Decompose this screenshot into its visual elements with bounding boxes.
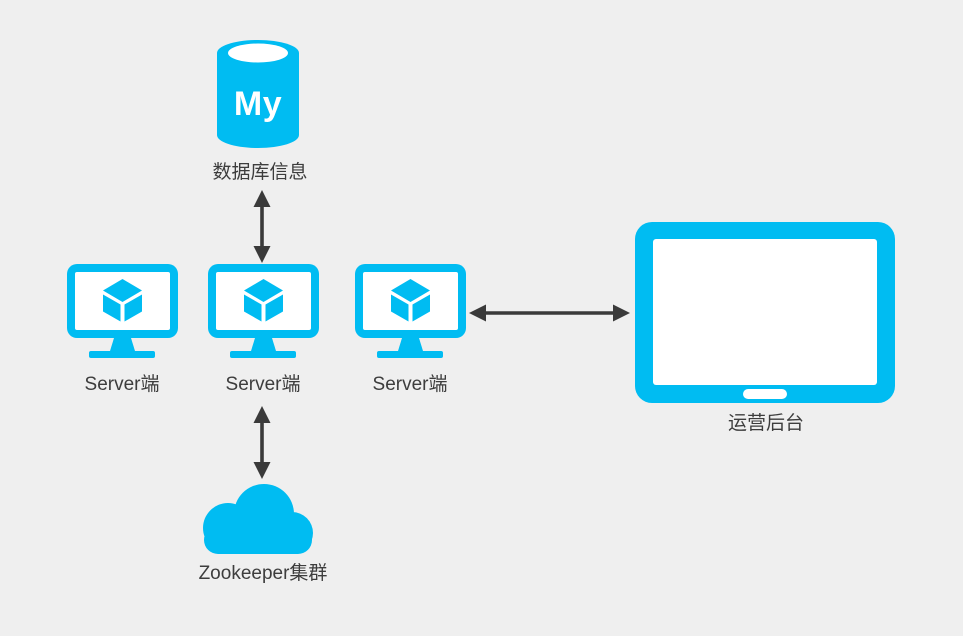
server-monitor-icon [67, 264, 178, 358]
server-monitor-icon [208, 264, 319, 358]
mysql-cylinder-icon: My [217, 40, 299, 148]
ops-console-label: 运营后台 [727, 413, 804, 434]
database-label: 数据库信息 [212, 162, 308, 183]
zookeeper-label: Zookeeper集群 [198, 563, 328, 584]
server-monitor-icon [355, 264, 466, 358]
tablet-screen-icon [635, 222, 895, 403]
ops-console-node [635, 222, 895, 403]
server-node-right [355, 264, 466, 358]
server-label-right: Server端 [372, 374, 448, 395]
server-node-left [67, 264, 178, 358]
server-label-left: Server端 [84, 374, 160, 395]
server-label-middle: Server端 [225, 374, 301, 395]
bidirectional-arrow-server-zookeeper [253, 406, 271, 479]
zookeeper-node [202, 482, 314, 554]
bidirectional-arrow-server-ops [469, 304, 630, 322]
server-node-middle [208, 264, 319, 358]
database-node: My [217, 40, 299, 148]
cloud-icon [203, 484, 313, 554]
bidirectional-arrow-database-server [253, 190, 271, 263]
mysql-logo-text: My [234, 85, 282, 123]
